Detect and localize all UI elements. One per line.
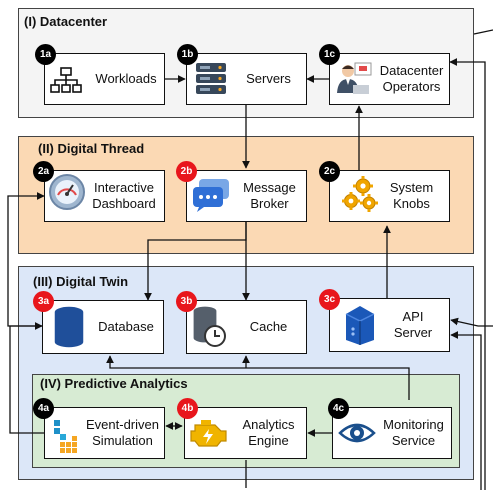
edge-external-api-a — [450, 317, 493, 327]
badge-workloads: 1a — [35, 44, 56, 65]
broker-label: Message Broker — [243, 180, 296, 211]
chat-bubbles-icon — [193, 179, 229, 212]
analytics-label: Analytics Engine — [242, 417, 295, 448]
badge-broker: 2b — [176, 161, 197, 182]
badge-knobs: 2c — [319, 161, 340, 182]
layer-datacenter-title: (I) Datacenter — [24, 14, 108, 29]
edge-external-api-b — [450, 331, 482, 490]
database-label: Database — [98, 319, 154, 334]
gauge-icon — [49, 174, 85, 210]
edge-external-operators — [449, 58, 486, 490]
badge-operators: 1c — [319, 44, 340, 65]
monitoring-label: Monitoring Service — [383, 417, 444, 448]
gears-icon — [342, 176, 378, 212]
api-label: API Server — [393, 309, 433, 340]
servers-label: Servers — [246, 71, 291, 86]
engine-icon — [190, 420, 227, 447]
node-workloads — [44, 53, 165, 105]
badge-analytics: 4b — [177, 398, 198, 419]
workloads-label: Workloads — [95, 71, 157, 86]
knobs-label: System Knobs — [389, 180, 434, 211]
operators-label: Datacenter Operators — [379, 63, 444, 94]
badge-api: 3c — [319, 289, 340, 310]
badge-monitoring: 4c — [328, 398, 349, 419]
simulation-label: Event-driven Simulation — [86, 417, 159, 448]
edge-broker-database — [144, 222, 247, 301]
simulation-icon — [54, 420, 77, 453]
badge-database: 3a — [33, 291, 54, 312]
database-icon — [53, 305, 85, 349]
badge-dashboard: 2a — [33, 161, 54, 182]
operator-icon — [337, 62, 372, 94]
edge-external-datacenter — [473, 29, 493, 35]
api-server-icon — [345, 306, 375, 345]
badge-simulation: 4a — [33, 398, 54, 419]
edge-monitoring-database — [106, 355, 410, 400]
server-rack-icon — [196, 63, 226, 94]
badge-servers: 1b — [177, 44, 198, 65]
layer-digital-thread-title: (II) Digital Thread — [38, 141, 145, 156]
layer-digital-twin-title: (III) Digital Twin — [33, 274, 129, 289]
hierarchy-icon — [50, 67, 82, 93]
dashboard-label: Interactive Dashboard — [92, 180, 156, 211]
badge-cache: 3b — [176, 291, 197, 312]
cache-label: Cache — [249, 319, 288, 334]
edge-simulation-database — [9, 322, 44, 434]
layer-predictive-analytics-title: (IV) Predictive Analytics — [40, 376, 188, 391]
cache-clock-icon — [192, 305, 226, 347]
eye-icon — [338, 423, 376, 443]
